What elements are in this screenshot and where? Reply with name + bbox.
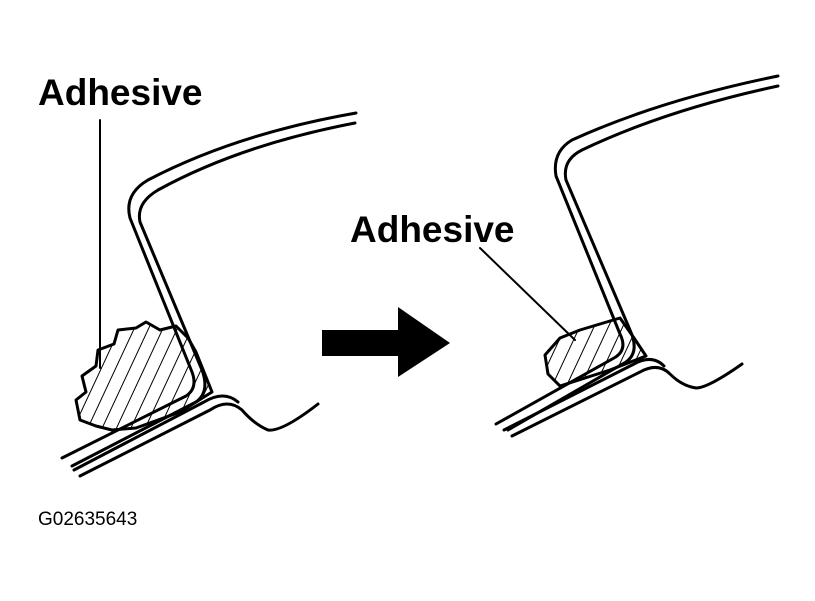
lower-panel-before [78, 402, 320, 478]
after-panel: Adhesive [350, 74, 780, 438]
outer-panel-after [494, 74, 780, 426]
lower-panel-after-inner [502, 358, 666, 432]
lower-panel-before-inner [72, 394, 240, 472]
outer-panel-before [60, 111, 358, 460]
right-arrow-icon [322, 307, 450, 377]
adhesive-label-after: Adhesive [350, 209, 515, 250]
adhesive-label-before: Adhesive [38, 72, 203, 113]
figure-code: G02635643 [38, 509, 137, 530]
adhesive-bead-before [74, 320, 214, 432]
lower-panel-after [510, 362, 744, 438]
inner-panel-before [70, 121, 357, 468]
inner-panel-after [506, 84, 780, 432]
leader-line-after [479, 247, 576, 341]
before-panel: Adhesive [38, 72, 358, 478]
